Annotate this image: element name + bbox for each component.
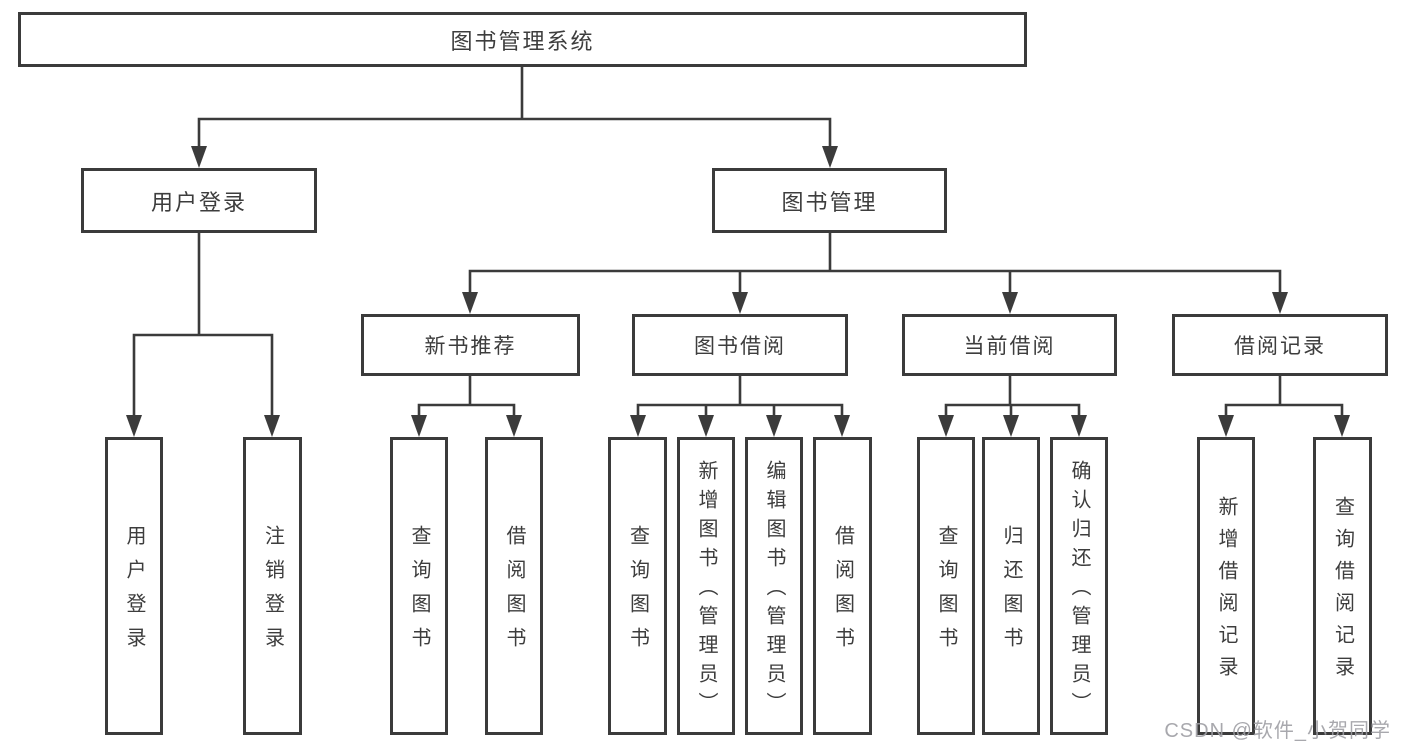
leaf-borrow-books-label: 借阅图书	[831, 525, 854, 661]
leaf-borrow-books: 借阅图书	[813, 437, 872, 735]
wire-newbook-children	[417, 376, 516, 420]
csdn-watermark: CSDN @软件_小贺同学	[1164, 720, 1391, 742]
node-book-borrowing: 图书借阅	[632, 314, 848, 376]
leaf-query-books-recommend-label: 查询图书	[408, 525, 430, 661]
leaf-borrow-books-recommend: 借阅图书	[485, 437, 543, 735]
leaf-query-books-borrowing-label: 查询图书	[626, 525, 649, 661]
wire-root-to-level2	[197, 67, 832, 149]
leaf-confirm-return-admin: 确认归还（管理员）	[1050, 437, 1108, 735]
node-current-borrowing: 当前借阅	[902, 314, 1117, 376]
leaf-logout-login: 注销登录	[243, 437, 302, 735]
node-library-system-label: 图书管理系统	[450, 28, 595, 54]
connector-lines	[132, 67, 1344, 420]
leaf-return-books: 归还图书	[982, 437, 1040, 735]
leaf-add-borrow-record-label: 新增借阅记录	[1215, 496, 1237, 688]
node-book-management: 图书管理	[712, 168, 947, 233]
node-borrowing-records: 借阅记录	[1172, 314, 1388, 376]
leaf-borrow-books-recommend-label: 借阅图书	[503, 525, 525, 661]
leaf-add-books-admin-label: 新增图书（管理员）	[695, 460, 717, 721]
node-user-login: 用户登录	[81, 168, 317, 233]
leaf-edit-books-admin: 编辑图书（管理员）	[745, 437, 803, 735]
wire-userlogin-children	[132, 233, 274, 418]
leaf-user-login-label: 用户登录	[123, 525, 145, 661]
node-borrowing-records-label: 借阅记录	[1234, 335, 1326, 358]
wire-current-children	[944, 376, 1081, 420]
leaf-confirm-return-admin-label: 确认归还（管理员）	[1068, 460, 1090, 721]
node-library-system: 图书管理系统	[18, 12, 1027, 67]
leaf-query-borrow-record-label: 查询借阅记录	[1331, 496, 1354, 688]
wire-borrow-children	[636, 376, 844, 420]
node-book-borrowing-label: 图书借阅	[694, 335, 786, 358]
leaf-return-books-label: 归还图书	[1000, 525, 1022, 661]
wire-records-children	[1224, 376, 1344, 420]
node-book-management-label: 图书管理	[781, 189, 878, 215]
node-new-book-recommend: 新书推荐	[361, 314, 580, 376]
leaf-query-borrow-record: 查询借阅记录	[1313, 437, 1372, 735]
wire-bookmgmt-children	[468, 233, 1282, 296]
leaf-edit-books-admin-label: 编辑图书（管理员）	[763, 460, 785, 721]
node-current-borrowing-label: 当前借阅	[963, 335, 1056, 358]
leaf-query-books-borrowing: 查询图书	[608, 437, 667, 735]
leaf-add-borrow-record: 新增借阅记录	[1197, 437, 1255, 735]
node-new-book-recommend-label: 新书推荐	[424, 335, 517, 358]
leaf-query-books-current-label: 查询图书	[935, 525, 957, 661]
leaf-add-books-admin: 新增图书（管理员）	[677, 437, 735, 735]
leaf-query-books-recommend: 查询图书	[390, 437, 448, 735]
node-user-login-label: 用户登录	[150, 189, 247, 215]
leaf-logout-login-label: 注销登录	[261, 525, 284, 661]
leaf-user-login: 用户登录	[105, 437, 163, 735]
leaf-query-books-current: 查询图书	[917, 437, 975, 735]
